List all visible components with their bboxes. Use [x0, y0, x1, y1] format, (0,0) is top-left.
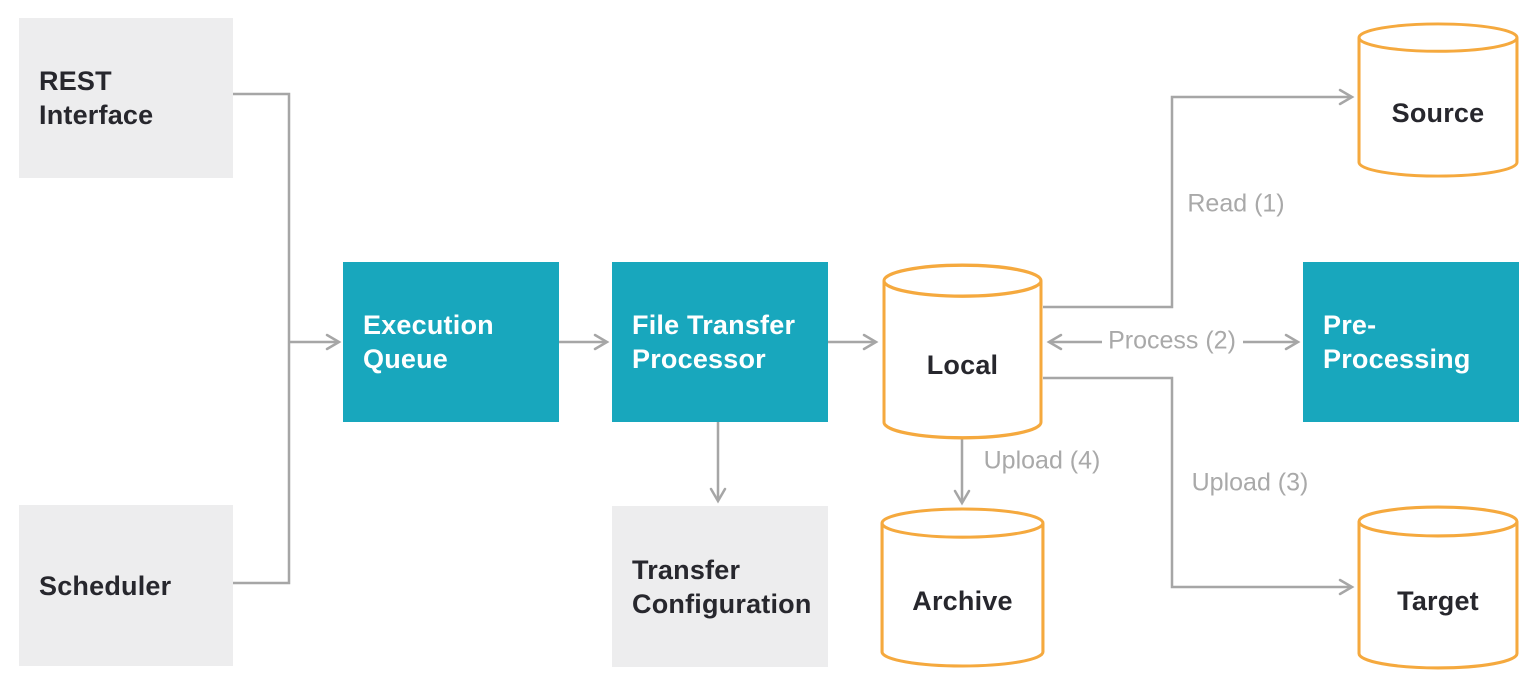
node-execution-queue-label: Execution Queue [363, 310, 494, 374]
node-source-label: Source [1391, 98, 1485, 128]
node-rest-interface: REST Interface [19, 18, 233, 178]
edge-label-upload-target: Upload (3) [1191, 468, 1309, 497]
node-transfer-configuration: Transfer Configuration [612, 506, 828, 667]
node-file-transfer-processor-label: File Transfer Processor [632, 310, 796, 374]
node-pre-processing-label: Pre- Processing [1323, 310, 1471, 374]
node-scheduler: Scheduler [19, 505, 233, 666]
node-scheduler-label: Scheduler [39, 570, 172, 601]
node-archive-label: Archive [912, 585, 1013, 616]
node-file-transfer-processor: File Transfer Processor [612, 262, 828, 422]
database-cylinder-icon [1357, 22, 1519, 178]
database-cylinder-icon [1357, 505, 1519, 670]
node-archive: Archive [880, 507, 1045, 668]
edge-label-process: Process (2) [1108, 326, 1236, 355]
database-cylinder-icon [880, 507, 1045, 668]
node-execution-queue: Execution Queue [343, 262, 559, 422]
node-target: Target [1357, 505, 1519, 670]
node-local-label: Local [926, 349, 999, 380]
node-source: Source [1357, 22, 1519, 178]
node-rest-interface-label: REST Interface [39, 66, 154, 130]
node-local: Local [882, 263, 1043, 440]
database-cylinder-icon [882, 263, 1043, 440]
node-pre-processing: Pre- Processing [1303, 262, 1519, 422]
edge-label-upload-archive: Upload (4) [983, 446, 1101, 475]
edge-rest-scheduler-junction [233, 92, 291, 585]
edge-label-read: Read (1) [1187, 189, 1285, 218]
node-target-label: Target [1397, 585, 1479, 616]
node-transfer-configuration-label: Transfer Configuration [632, 554, 812, 619]
